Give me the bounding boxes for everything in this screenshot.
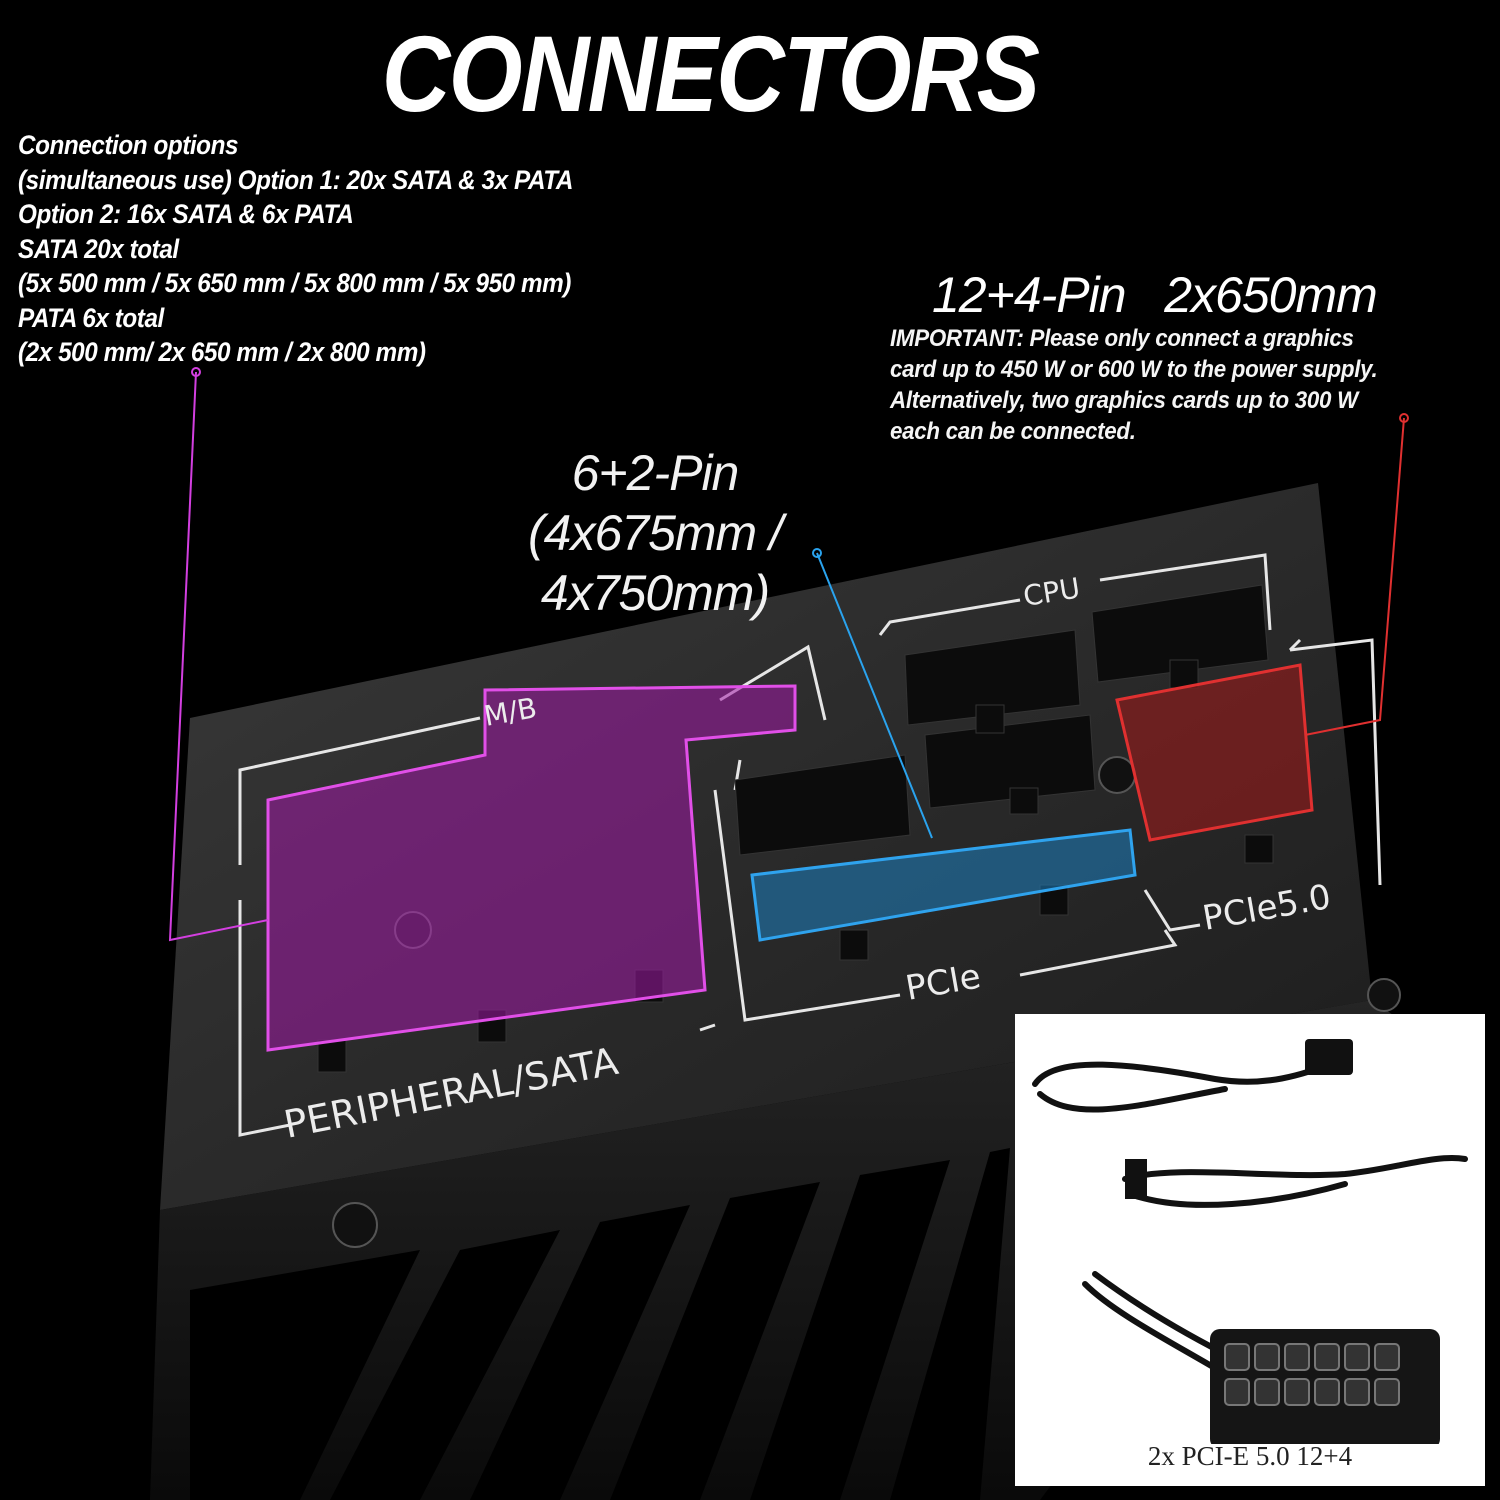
pcie-62-title: 6+2-Pin [571,445,740,501]
note-line: Alternatively, two graphics cards up to … [890,387,1358,414]
connection-options-line: Connection options [18,130,239,160]
inset-caption: 2x PCI-E 5.0 12+4 [1147,1441,1353,1471]
connection-options-line: PATA 6x total [18,302,164,333]
page-title: CONNECTORS [381,13,1040,134]
cables-illustration [1032,1039,1468,1449]
connection-options-line: (simultaneous use) Option 1: 20x SATA & … [18,164,573,195]
pcie-62-lengths: (4x675mm / 4x750mm) [528,505,783,621]
pcie5-important-note: IMPORTANT: Please only connect a graphic… [890,323,1378,447]
pcie-62-label: 6+2-Pin (4x675mm / 4x750mm) [420,443,890,623]
note-line: IMPORTANT: Please only connect a graphic… [890,325,1354,352]
connection-options-line: Option 2: 16x SATA & 6x PATA [18,199,354,229]
cable-inset: 2x PCI-E 5.0 12+4 [1015,1014,1485,1486]
sata-callout-line [168,371,269,942]
connection-options-text: Connection options (simultaneous use) Op… [18,128,573,370]
pcie-callout-line [816,552,933,839]
pcie-highlight [750,828,1137,942]
note-line: card up to 450 W or 600 W to the power s… [890,356,1378,383]
pcie5-callout-line [1304,417,1405,736]
connection-options-line: SATA 20x total [18,233,179,264]
connection-options-line: (5x 500 mm / 5x 650 mm / 5x 800 mm / 5x … [18,268,571,298]
note-line: each can be connected. [890,418,1136,445]
mb-highlight [266,684,797,1052]
pcie5-highlight [1115,663,1314,842]
pcie5-124-heading: 12+4-Pin 2x650mm [932,267,1378,323]
psu-vents [190,1148,1010,1500]
connection-options-line: (2x 500 mm/ 2x 650 mm / 2x 800 mm) [18,337,426,367]
